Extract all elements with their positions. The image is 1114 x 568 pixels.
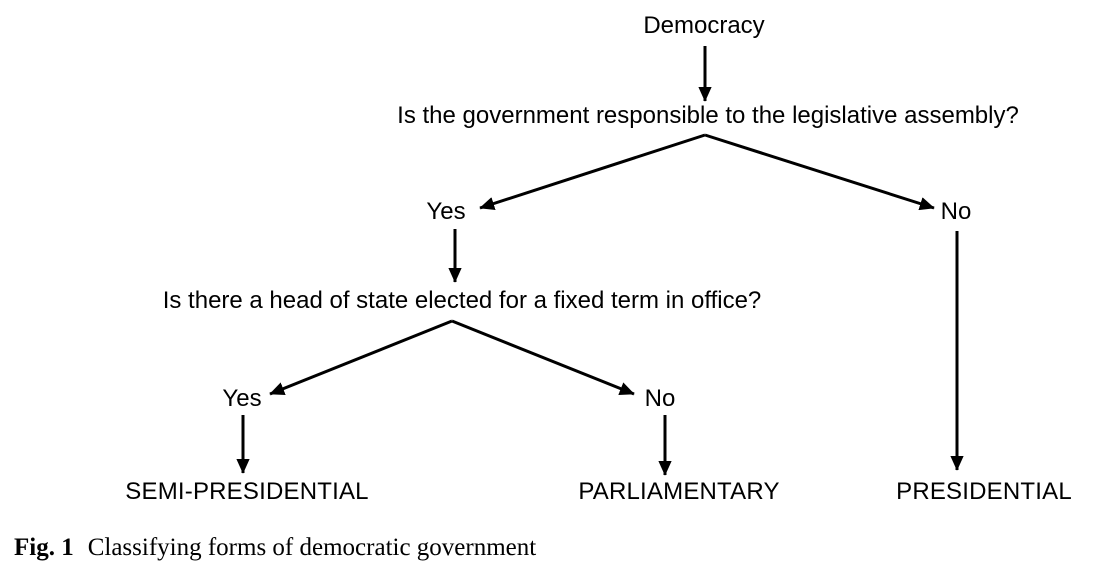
question2-node: Is there a head of state elected for a f… xyxy=(162,287,762,314)
question1-no-label: No xyxy=(940,198,972,225)
outcome-semi-presidential: SEMI-PRESIDENTIAL xyxy=(125,478,369,505)
outcome-presidential: PRESIDENTIAL xyxy=(896,478,1072,505)
arrow-question1-to-yes xyxy=(479,133,706,211)
question1-node: Is the government responsible to the leg… xyxy=(397,102,1019,129)
arrow-question1-to-no xyxy=(704,133,935,211)
outcome-parliamentary: PARLIAMENTARY xyxy=(578,478,780,505)
question1-yes-label: Yes xyxy=(426,198,466,225)
figure-caption-label: Fig. 1 xyxy=(14,534,74,561)
question2-yes-label: Yes xyxy=(222,385,262,412)
question2-no-label: No xyxy=(644,385,676,412)
figure-caption-text: Classifying forms of democratic governme… xyxy=(87,534,537,561)
arrow-question2-to-yes xyxy=(269,319,453,396)
arrow-question2-to-no xyxy=(451,319,635,396)
root-node-democracy: Democracy xyxy=(643,12,765,39)
figure-caption: Fig. 1 Classifying forms of democratic go… xyxy=(14,534,536,562)
